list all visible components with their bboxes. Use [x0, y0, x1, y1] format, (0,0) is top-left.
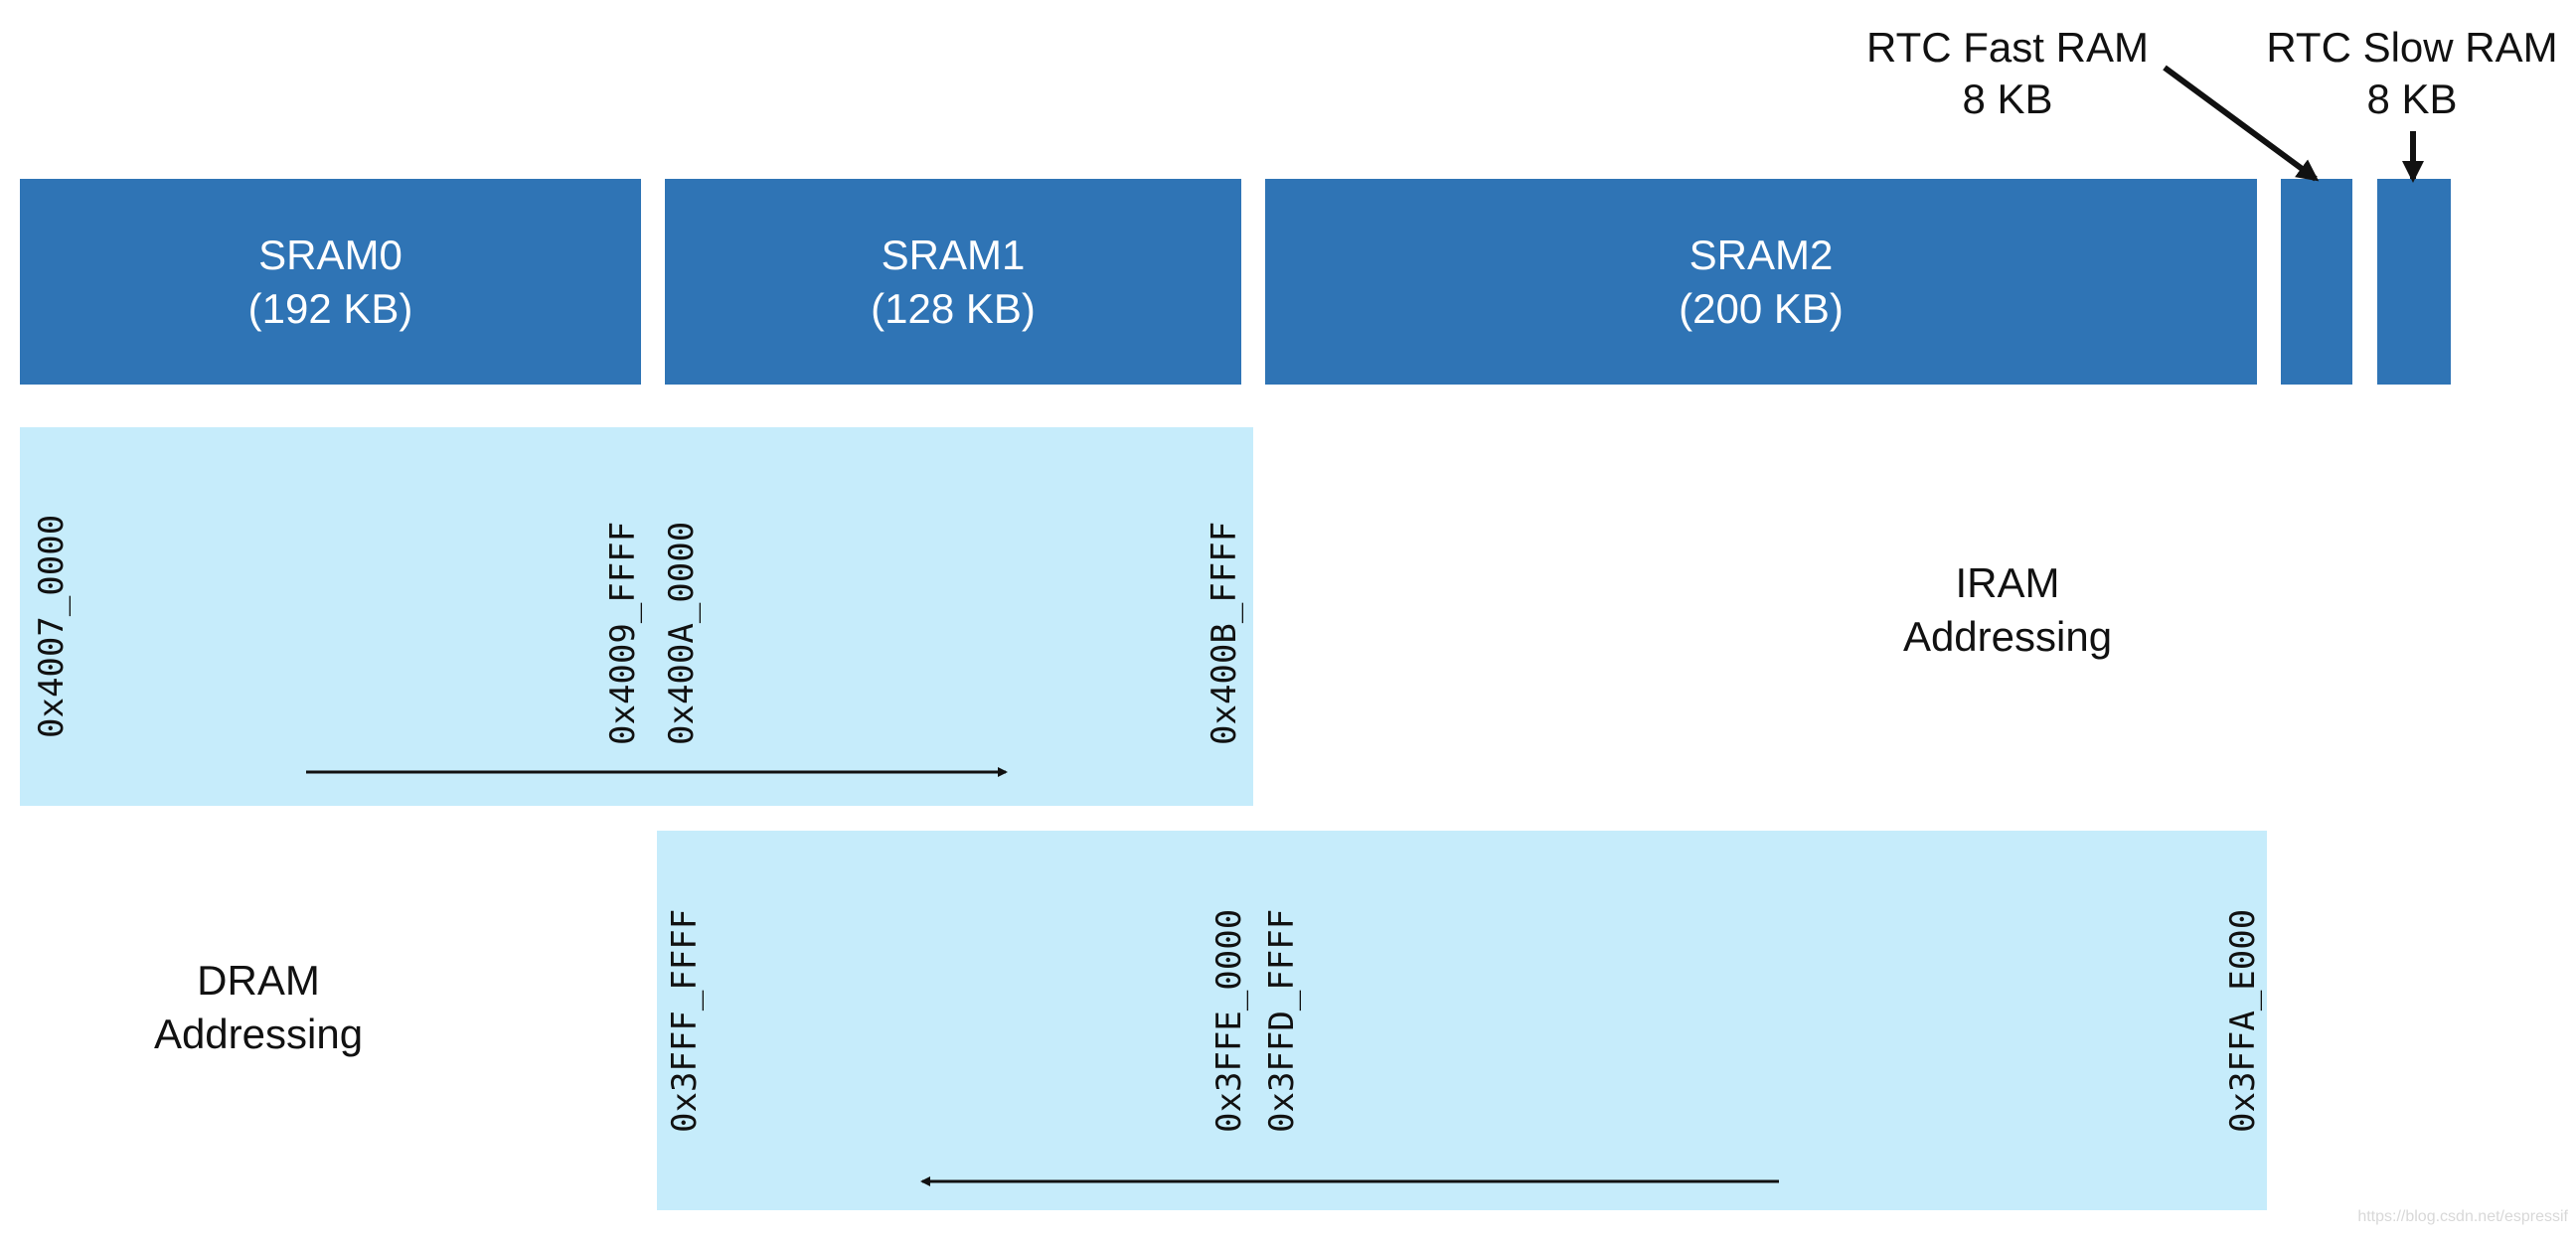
sram1-label: SRAM1 (128 KB)	[665, 229, 1241, 336]
sram1-name: SRAM1	[881, 231, 1026, 278]
sram2-name: SRAM2	[1689, 231, 1834, 278]
dram-region	[657, 831, 2267, 1210]
iram-caption-line2: Addressing	[1902, 613, 2113, 660]
rtc-slow-ram-size: 8 KB	[2366, 76, 2458, 122]
sram2-label: SRAM2 (200 KB)	[1265, 229, 2257, 336]
rtc-fast-ram-pointer-arrow	[2163, 65, 2320, 182]
watermark: https://blog.csdn.net/espressif	[2357, 1208, 2568, 1225]
rtc-slow-ram-block	[2377, 179, 2451, 385]
sram0-size: (192 KB)	[247, 284, 413, 332]
sram2-size: (200 KB)	[1679, 284, 1844, 332]
sram2-block: SRAM2 (200 KB)	[1265, 179, 2257, 385]
sram0-label: SRAM0 (192 KB)	[20, 229, 641, 336]
iram-caption-line1: IRAM	[1955, 559, 2060, 606]
sram0-block: SRAM0 (192 KB)	[20, 179, 641, 385]
dram-caption-line2: Addressing	[153, 1011, 364, 1057]
rtc-slow-ram-name: RTC Slow RAM	[2266, 24, 2558, 71]
iram-addressing-caption: IRAM Addressing	[1849, 556, 2167, 664]
rtc-fast-ram-block	[2281, 179, 2352, 385]
rtc-fast-ram-size: 8 KB	[1962, 76, 2053, 122]
dram-addressing-caption: DRAM Addressing	[119, 954, 398, 1061]
sram1-size: (128 KB)	[871, 284, 1036, 332]
sram0-name: SRAM0	[258, 231, 402, 278]
dram-caption-line1: DRAM	[197, 957, 320, 1004]
iram-region	[20, 427, 1253, 806]
sram1-block: SRAM1 (128 KB)	[665, 179, 1241, 385]
rtc-fast-ram-label: RTC Fast RAM 8 KB	[1839, 22, 2176, 125]
rtc-slow-ram-label: RTC Slow RAM 8 KB	[2248, 22, 2576, 125]
rtc-fast-ram-name: RTC Fast RAM	[1866, 24, 2149, 71]
